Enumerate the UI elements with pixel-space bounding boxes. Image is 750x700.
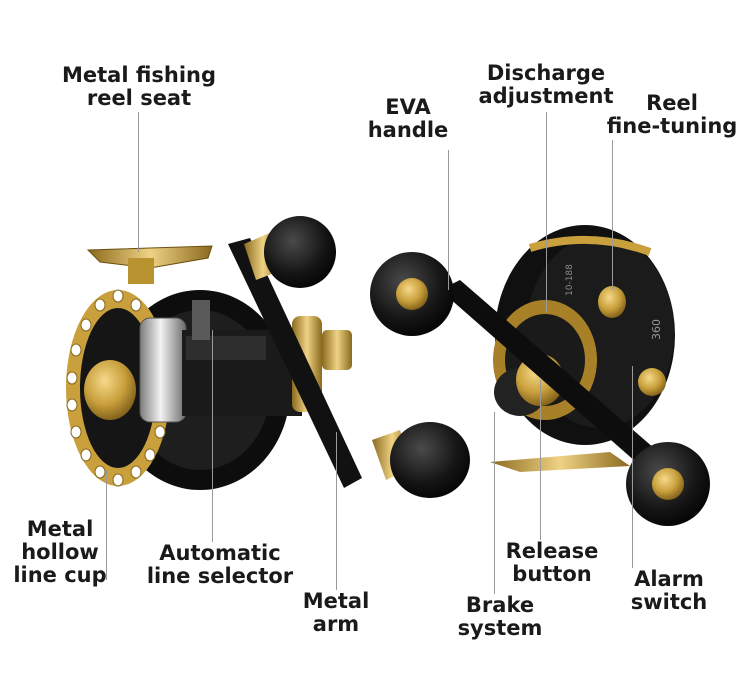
selector-clip [192, 300, 210, 340]
left-eva-knob-bottom [390, 422, 470, 498]
reel-seat-foot [86, 245, 213, 269]
dial-side-marking: 360 [650, 319, 663, 340]
leader-line-cup [106, 470, 107, 580]
alarm-switch-knob [638, 368, 666, 396]
leader-reel-seat [138, 112, 139, 252]
fine-tuning-knob [598, 286, 626, 318]
leader-release-button [540, 380, 541, 540]
leader-metal-arm [336, 432, 337, 590]
leader-line-selector [212, 330, 213, 542]
right-reel-foot [490, 452, 630, 472]
line-selector-housing [139, 317, 187, 423]
reel-seat-post [128, 258, 154, 284]
leader-discharge [546, 112, 547, 312]
right-crank-arm [440, 280, 670, 476]
left-eva-knob-top [264, 216, 336, 288]
dial-top-marking: 10-188 [565, 264, 575, 296]
left-crank-arm [228, 238, 362, 488]
leader-fine-tuning [612, 140, 613, 290]
left-reel [66, 216, 470, 498]
cup-center-knob [84, 360, 136, 420]
leader-alarm-switch [632, 366, 633, 568]
leader-eva-handle [448, 150, 449, 290]
leader-brake-system [494, 412, 495, 594]
